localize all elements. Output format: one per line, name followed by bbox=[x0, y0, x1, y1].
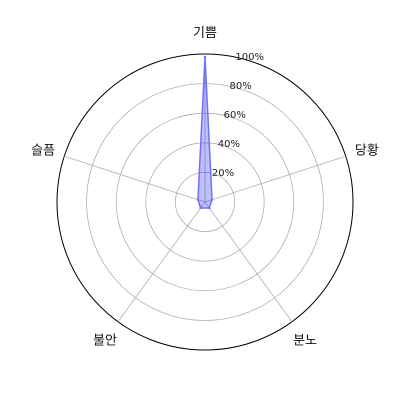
spoke-3 bbox=[204, 201, 293, 322]
r-tick-label-60: 60% bbox=[224, 110, 246, 121]
spoke-5 bbox=[64, 155, 206, 203]
r-tick-label-40: 40% bbox=[218, 139, 240, 150]
spoke-2 bbox=[204, 155, 346, 203]
r-tick-label-80: 80% bbox=[230, 81, 252, 92]
category-label-4: 불안 bbox=[93, 334, 117, 349]
data-point-4 bbox=[199, 206, 202, 210]
spoke-4 bbox=[117, 201, 206, 322]
grid bbox=[56, 53, 354, 351]
category-label-1: 기쁨 bbox=[193, 26, 217, 41]
series-area bbox=[197, 56, 213, 209]
category-label-5: 슬픔 bbox=[31, 143, 55, 158]
radial-ticks: 20% 40% 60% 80% 100% bbox=[212, 52, 264, 179]
category-label-2: 당황 bbox=[355, 143, 379, 158]
r-tick-label-100: 100% bbox=[235, 52, 264, 63]
data-point-2 bbox=[210, 198, 214, 201]
data-point-1 bbox=[203, 55, 207, 59]
data-point-3 bbox=[208, 206, 211, 210]
series-layer bbox=[196, 55, 214, 210]
r-tick-label-20: 20% bbox=[212, 168, 234, 179]
category-label-3: 분노 bbox=[293, 334, 317, 349]
data-point-5 bbox=[196, 198, 200, 201]
